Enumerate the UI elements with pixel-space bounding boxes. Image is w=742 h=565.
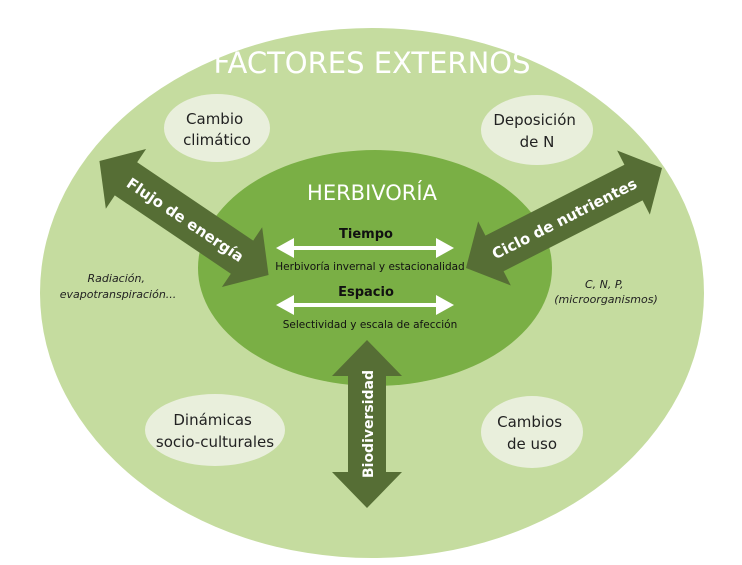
bubble-cambios-uso: Cambios de uso	[481, 396, 583, 468]
svg-text:Dinámicas socio-cultural: Dinámicas socio-culturales	[156, 411, 274, 451]
arrow-biodiversidad-label: Biodiversidad	[361, 370, 377, 478]
espacio-label: Espacio	[338, 285, 394, 300]
bubble-text: climático	[183, 131, 251, 149]
tiempo-label: Tiempo	[339, 227, 393, 242]
note-right-line: C, N, P,	[585, 278, 624, 291]
bubble-text: Cambio	[186, 110, 243, 128]
note-left-line: evapotranspiración...	[60, 288, 177, 301]
bubble-text: socio-culturales	[156, 433, 274, 451]
svg-text:Deposición de N: Deposición de N	[493, 111, 580, 151]
bubble-text: Cambios	[497, 413, 562, 431]
bubble-text: de uso	[507, 435, 557, 453]
espacio-double-arrow	[276, 295, 454, 315]
svg-text:Cambios de uso: Cambios de uso	[497, 413, 567, 453]
bubble-text: Deposición	[493, 111, 576, 129]
bubble-cambio-climatico: Cambio climático	[164, 94, 270, 162]
inner-ellipse	[198, 150, 552, 386]
bubble-text: de N	[520, 133, 555, 151]
note-left-line: Radiación,	[88, 272, 145, 285]
note-left: Radiación, evapotranspiración...	[60, 272, 177, 301]
tiempo-double-arrow	[276, 238, 454, 258]
espacio-sub: Selectividad y escala de afección	[283, 319, 458, 331]
herbivoria-title: HERBIVORÍA	[307, 180, 438, 205]
arrow-biodiversidad: Biodiversidad	[332, 340, 402, 508]
title-factores-externos: FACTORES EXTERNOS	[213, 46, 530, 80]
note-right-line: (microorganismos)	[554, 293, 658, 306]
tiempo-sub: Herbivoría invernal y estacionalidad	[275, 261, 464, 273]
bubble-deposicion: Deposición de N	[481, 95, 593, 165]
svg-text:Cambio climático: Cambio climático	[183, 110, 251, 149]
bubble-dinamicas: Dinámicas socio-culturales	[145, 394, 285, 466]
note-right: C, N, P, (microorganismos)	[554, 278, 658, 306]
bubble-text: Dinámicas	[173, 411, 252, 429]
